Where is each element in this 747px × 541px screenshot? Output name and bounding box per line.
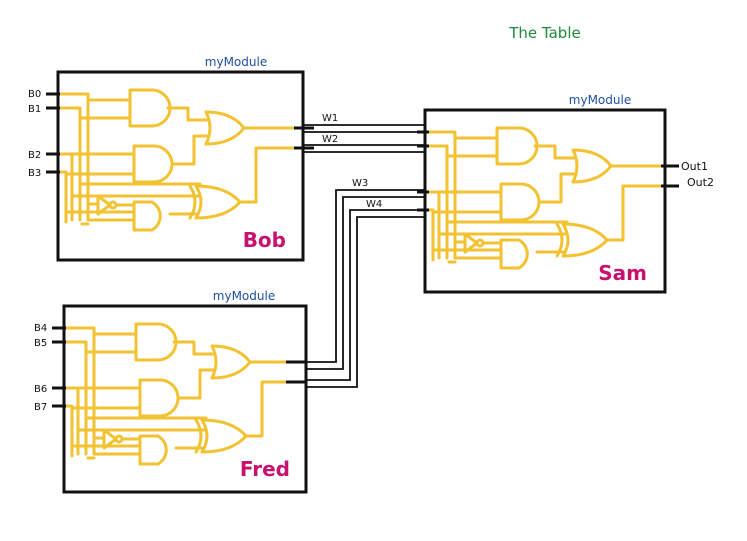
gate-schematic — [56, 88, 296, 232]
output-label: Out1 — [681, 160, 708, 173]
input-label: B1 — [28, 104, 41, 115]
wire-label: W3 — [352, 178, 368, 189]
wire-w4 — [306, 209, 425, 388]
input-label: B7 — [34, 402, 47, 413]
gate-schematic — [62, 322, 302, 466]
module-sam: myModule Sam Out1 Out2 — [417, 93, 714, 294]
wire-w1 — [303, 124, 425, 133]
module-bob: myModule Bob B0 B1 B2 B3 — [28, 55, 314, 262]
module-type-label: myModule — [205, 55, 267, 69]
wire-label: W1 — [322, 113, 338, 124]
input-label: B4 — [34, 323, 47, 334]
input-label: B0 — [28, 89, 41, 100]
output-label: Out2 — [687, 176, 714, 189]
module-fred: myModule Fred B4 B5 B6 B7 — [34, 289, 308, 494]
module-name: Bob — [243, 228, 286, 252]
input-label: B6 — [34, 384, 47, 395]
module-type-label: myModule — [569, 93, 631, 107]
input-label: B3 — [28, 168, 41, 179]
module-type-label: myModule — [213, 289, 275, 303]
wire-label: W4 — [366, 199, 382, 210]
wire-w3 — [306, 189, 425, 370]
module-name: Sam — [598, 261, 647, 285]
module-box — [56, 70, 305, 262]
gate-schematic — [423, 126, 663, 270]
module-box — [423, 108, 667, 294]
wire-label: W2 — [322, 134, 338, 145]
input-label: B2 — [28, 150, 41, 161]
input-label: B5 — [34, 338, 47, 349]
diagram-title: The Table — [508, 24, 580, 42]
wire-w2 — [303, 144, 425, 153]
module-box — [62, 304, 308, 494]
module-name: Fred — [240, 457, 290, 481]
